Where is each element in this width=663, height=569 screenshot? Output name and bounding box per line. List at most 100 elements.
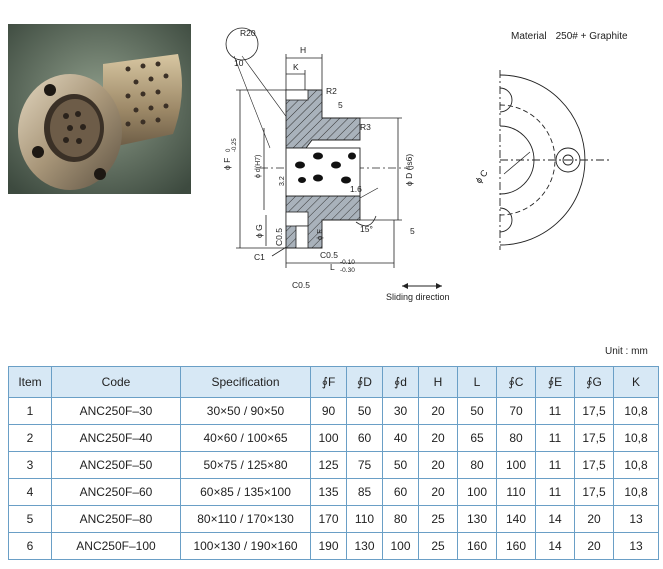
label-angle-15: 15° — [360, 224, 373, 234]
table-cell: 4 — [8, 478, 52, 506]
table-cell: 20 — [418, 478, 458, 506]
table-cell: 13 — [613, 505, 659, 533]
label-r2: R2 — [326, 86, 337, 96]
table-cell: 85 — [346, 478, 383, 506]
label-k: K — [293, 62, 299, 72]
table-cell: ANC250F–60 — [51, 478, 181, 506]
table-cell: 17,5 — [574, 478, 614, 506]
table-cell: 170 — [310, 505, 347, 533]
sectional-drawing: R20 10 H K R2 5 R3 1.6 C0.5 C0.5 15° 5 C… — [222, 27, 415, 290]
column-header: H — [418, 366, 458, 398]
column-header: Code — [51, 366, 181, 398]
label-phi-d-large: ϕ D (js6) — [404, 154, 414, 186]
table-cell: 30×50 / 90×50 — [180, 397, 311, 425]
label-dim-5a: 5 — [338, 100, 343, 110]
table-cell: 130 — [457, 505, 497, 533]
table-cell: ANC250F–100 — [51, 532, 181, 560]
label-c05-b: C0.5 — [320, 250, 338, 260]
label-dim-5b: 5 — [410, 226, 415, 236]
label-c05-c: C0.5 — [292, 280, 310, 290]
label-l-tol-bot: -0.30 — [340, 267, 355, 274]
label-phi-g: ϕ G — [254, 224, 264, 238]
table-cell: 10,8 — [613, 424, 659, 452]
column-header: Item — [8, 366, 52, 398]
table-cell: 110 — [346, 505, 383, 533]
table-cell: 100 — [457, 478, 497, 506]
table-cell: 17,5 — [574, 451, 614, 479]
table-cell: 80 — [382, 505, 419, 533]
table-cell: ANC250F–80 — [51, 505, 181, 533]
table-cell: 10,8 — [613, 451, 659, 479]
label-l-tol-top: -0.10 — [340, 259, 355, 266]
unit-note: Unit : mm — [605, 346, 648, 357]
table-cell: 160 — [457, 532, 497, 560]
table-cell: 75 — [346, 451, 383, 479]
column-header: ∮G — [574, 366, 614, 398]
table-cell: 110 — [496, 478, 536, 506]
table-cell: 60×85 / 135×100 — [180, 478, 311, 506]
label-phi-c: ϕ C — [473, 168, 490, 186]
label-f-tol-bot: -0.25 — [232, 138, 238, 152]
sliding-direction-label: Sliding direction — [386, 292, 450, 302]
table-cell: 90 — [310, 397, 347, 425]
column-header: ∮F — [310, 366, 347, 398]
table-cell: 100×130 / 190×160 — [180, 532, 311, 560]
table-cell: 10,8 — [613, 478, 659, 506]
table-cell: 125 — [310, 451, 347, 479]
table-cell: 11 — [535, 451, 575, 479]
table-cell: 50 — [382, 451, 419, 479]
table-cell: 17,5 — [574, 397, 614, 425]
table-cell: 25 — [418, 532, 458, 560]
table-cell: 65 — [457, 424, 497, 452]
label-l: L — [330, 262, 335, 272]
label-r3: R3 — [360, 122, 371, 132]
column-header: Specification — [180, 366, 311, 398]
material-value: 250# + Graphite — [555, 31, 628, 42]
label-roughness: 3.2 — [279, 176, 286, 186]
table-cell: 11 — [535, 478, 575, 506]
column-header: L — [457, 366, 497, 398]
table-cell: 20 — [418, 451, 458, 479]
table-cell: 60 — [346, 424, 383, 452]
table-cell: 17,5 — [574, 424, 614, 452]
table-cell: 6 — [8, 532, 52, 560]
table-cell: 135 — [310, 478, 347, 506]
table-cell: ANC250F–30 — [51, 397, 181, 425]
label-dim-10: 10 — [234, 58, 244, 68]
table-cell: 20 — [574, 505, 614, 533]
end-view-drawing: ϕ C — [473, 70, 610, 250]
table-cell: 190 — [310, 532, 347, 560]
label-f-tol-top: 0 — [226, 148, 232, 152]
label-phi-d-small: ϕ d(H7) — [255, 155, 262, 178]
label-1-6: 1.6 — [350, 184, 362, 194]
label-c05-a: C0.5 — [274, 228, 284, 246]
table-cell: 80 — [496, 424, 536, 452]
material-label: Material — [511, 31, 547, 42]
label-h: H — [300, 45, 306, 55]
table-cell: 1 — [8, 397, 52, 425]
table-cell: ANC250F–40 — [51, 424, 181, 452]
table-cell: 13 — [613, 532, 659, 560]
label-phi-f: ϕ F — [222, 158, 232, 170]
table-cell: 30 — [382, 397, 419, 425]
column-header: ∮D — [346, 366, 383, 398]
table-cell: 50 — [457, 397, 497, 425]
table-cell: 80 — [457, 451, 497, 479]
table-cell: 20 — [418, 397, 458, 425]
table-cell: 70 — [496, 397, 536, 425]
table-cell: 20 — [574, 532, 614, 560]
table-cell: 40 — [382, 424, 419, 452]
table-cell: 100 — [310, 424, 347, 452]
table-cell: 140 — [496, 505, 536, 533]
product-photo — [8, 24, 191, 194]
table-cell: 14 — [535, 532, 575, 560]
label-phi-e: ϕ E — [315, 229, 324, 240]
table-cell: 50 — [346, 397, 383, 425]
